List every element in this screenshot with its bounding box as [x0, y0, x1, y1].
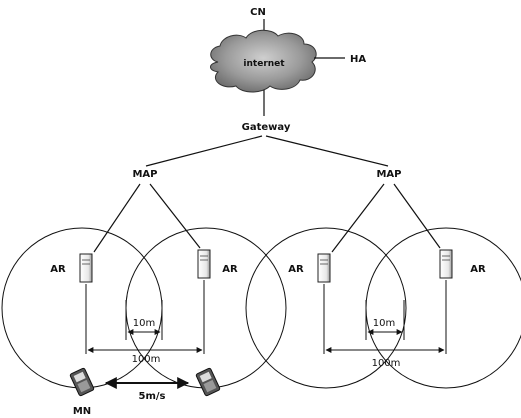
map-left-ar1-link	[93, 183, 141, 253]
ha-label: HA	[350, 54, 366, 65]
internet-label: internet	[243, 59, 285, 69]
map-right-label: MAP	[376, 169, 401, 180]
gateway-map-left-link	[145, 135, 263, 167]
ar-3-label: AR	[288, 264, 304, 275]
internet-cloud-icon	[210, 29, 317, 93]
coverage-circle-ar3	[245, 227, 407, 389]
gateway-label: Gateway	[242, 122, 291, 133]
map-left-ar2-link	[149, 183, 201, 249]
ar-2-label: AR	[222, 264, 238, 275]
speed-label: 5m/s	[139, 391, 166, 402]
gateway-map-right-link	[265, 135, 389, 167]
mobile-node-right-icon	[195, 367, 221, 397]
map-left-label: MAP	[132, 169, 157, 180]
mn-label: MN	[73, 406, 91, 417]
cn-label: CN	[250, 7, 266, 18]
ar-tower-1-icon	[79, 253, 93, 283]
ar-tower-4-icon	[439, 249, 453, 279]
mobile-node-left-icon	[69, 367, 95, 397]
ar-tower-3-icon	[317, 253, 331, 283]
map-right-ar3-link	[331, 183, 385, 253]
ar-1-label: AR	[50, 264, 66, 275]
span-distance-right: 100m	[372, 358, 401, 369]
overlap-distance-right: 10m	[373, 318, 395, 329]
overlap-distance-left: 10m	[133, 318, 155, 329]
map-right-ar4-link	[393, 183, 441, 249]
span-distance-left: 100m	[132, 354, 161, 365]
ar-4-label: AR	[470, 264, 486, 275]
ar-tower-2-icon	[197, 249, 211, 279]
